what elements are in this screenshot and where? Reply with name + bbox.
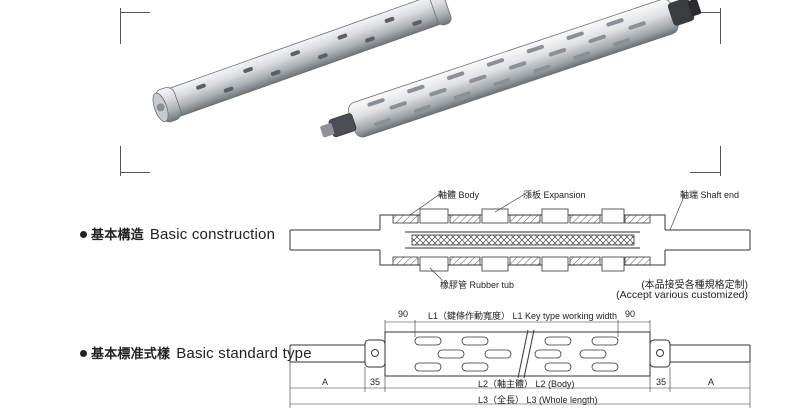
- section-heading-construction: 基本構造 Basic construction: [80, 224, 275, 243]
- customization-note-cn: (本品接受各種規格定制): [641, 280, 748, 291]
- crop-mark-tr-v: [720, 8, 721, 44]
- dim-a-right: A: [708, 377, 715, 387]
- dim-l2: L2（軸主體） L2 (Body): [478, 379, 575, 389]
- bullet-icon: [80, 350, 87, 357]
- dim-90-right: 90: [625, 309, 636, 319]
- heading-en: Basic construction: [149, 226, 276, 243]
- callout-rubber-tub: 橡膠管 Rubber tub: [440, 280, 515, 290]
- crop-mark-br-v: [720, 146, 721, 176]
- dim-l1: L1（鍵條作動寬度） L1 Key type working width: [428, 311, 618, 321]
- crop-mark-tl-h: [120, 12, 150, 13]
- crop-mark-bl-v: [120, 146, 121, 176]
- callout-expansion: 漲板 Expansion: [523, 190, 586, 200]
- crop-mark-bl-h: [120, 172, 150, 173]
- dim-35-right: 35: [656, 377, 667, 387]
- heading-en: Basic standard type: [176, 345, 312, 362]
- rubber-tube: [411, 234, 635, 246]
- callout-body: 軸體 Body: [438, 190, 480, 200]
- air-shaft-photo-right: [320, 0, 702, 138]
- hatch-top-1: [392, 214, 419, 224]
- construction-diagram: [289, 193, 751, 281]
- customization-note-en: (Accept various customized): [616, 289, 748, 301]
- bullet-icon: [80, 231, 87, 238]
- shaft-end-right: [665, 229, 751, 251]
- dim-a-left: A: [322, 377, 329, 387]
- air-shaft-photos: [152, 0, 702, 138]
- air-shaft-photo-left: [152, 0, 452, 123]
- product-photo-panel: [0, 0, 800, 180]
- heading-cn: 基本標准式樣: [91, 346, 171, 361]
- dim-l3: L3（全長） L3 (Whole length): [478, 395, 598, 405]
- shaft-end-left: [289, 229, 380, 251]
- dim-35-left: 35: [370, 377, 381, 387]
- standard-type-diagram: [289, 320, 751, 408]
- crop-mark-tl-v: [120, 8, 121, 44]
- callout-shaft-end: 軸端 Shaft end: [680, 190, 740, 200]
- crop-mark-tr-h: [690, 12, 720, 13]
- crop-mark-br-h: [690, 172, 720, 173]
- dim-90-left: 90: [398, 309, 409, 319]
- section-heading-standard: 基本標准式樣 Basic standard type: [80, 343, 312, 362]
- heading-cn: 基本構造: [91, 227, 144, 242]
